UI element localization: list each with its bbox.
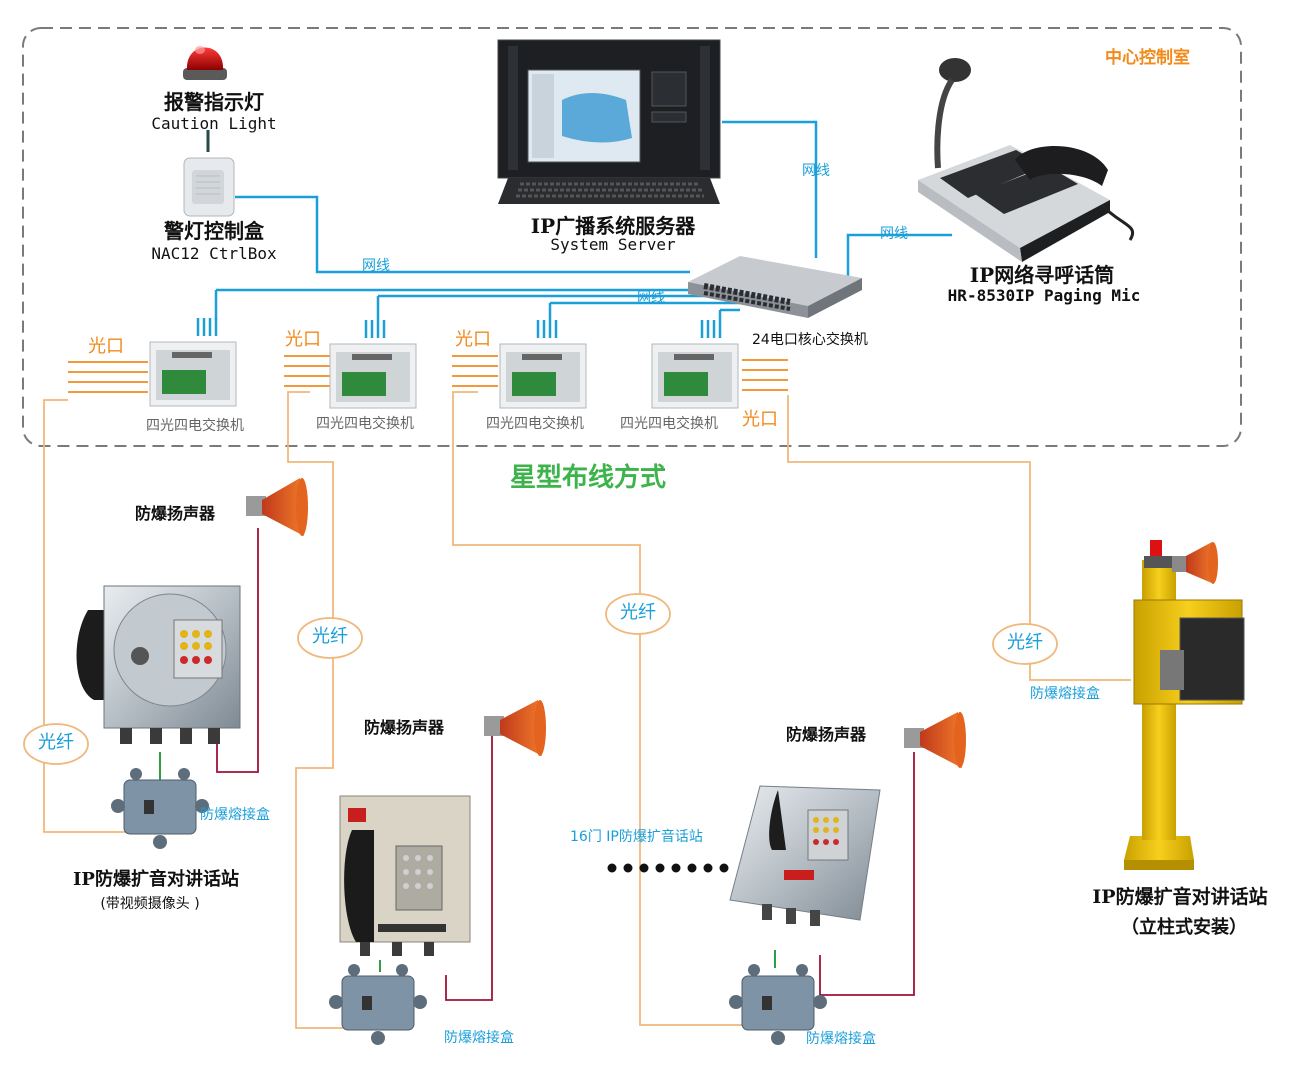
station-left-cn: IP防爆扩音对讲话站 <box>73 869 239 890</box>
caution-light-icon <box>183 46 227 80</box>
speaker-wires <box>216 528 915 1001</box>
junction-box-label: 防爆熔接盒 <box>444 1030 514 1046</box>
network-cable-label: 网线 <box>362 258 390 274</box>
junction-box-label: 防爆熔接盒 <box>200 807 270 823</box>
optical-port-label: 光口 <box>285 329 321 350</box>
fiber-switch-icon <box>149 341 237 407</box>
fiber-switch-label: 四光四电交换机 <box>316 416 414 432</box>
control-room-boundary <box>22 27 1242 447</box>
intercom-station-right-icon <box>729 785 881 926</box>
ctrl-box-en: NAC12 CtrlBox <box>151 244 277 263</box>
junction-box-icon <box>729 964 827 1045</box>
topology-title: 星型布线方式 <box>509 463 667 493</box>
fiber-label: 光纤 <box>312 626 348 647</box>
station-left-sub: (带视频摄像头 ) <box>100 896 200 912</box>
optical-port-label: 光口 <box>742 409 778 430</box>
network-cable-label: 网线 <box>637 290 665 306</box>
server-icon <box>497 39 721 204</box>
network-cable-label: 网线 <box>802 163 830 179</box>
station-count-label: 16门 IP防爆扩音话站 <box>570 829 703 845</box>
core-switch-label: 24电口核心交换机 <box>752 332 868 348</box>
fiber-switch-label: 四光四电交换机 <box>620 416 718 432</box>
fiber-ellipses <box>23 593 1058 765</box>
control-room-label: 中心控制室 <box>1105 48 1190 68</box>
ctrl-box-icon <box>183 157 235 217</box>
pillar-station-icon <box>1124 540 1245 870</box>
fiber-label: 光纤 <box>38 732 74 753</box>
network-cable-label: 网线 <box>880 226 908 242</box>
optical-port-label: 光口 <box>88 336 124 357</box>
horn-speaker-icon <box>484 700 546 756</box>
fiber-switch-label: 四光四电交换机 <box>486 416 584 432</box>
fiber-lines <box>43 391 1131 1029</box>
fiber-label: 光纤 <box>1007 632 1043 653</box>
speaker-label: 防爆扬声器 <box>786 725 867 744</box>
horn-speaker-icon <box>904 712 966 768</box>
optical-port-label: 光口 <box>455 329 491 350</box>
intercom-station-middle-icon <box>339 795 471 956</box>
junction-box-label: 防爆熔接盒 <box>806 1031 876 1047</box>
paging-mic-icon <box>918 58 1135 262</box>
speaker-label: 防爆扬声器 <box>135 504 216 523</box>
junction-wires <box>159 752 776 972</box>
server-en: System Server <box>550 235 676 254</box>
paging-mic-cn: IP网络寻呼话筒 <box>969 263 1115 287</box>
caution-light-cn: 报警指示灯 <box>164 90 264 114</box>
station-right-cn: IP防爆扩音对讲话站 <box>1092 886 1268 908</box>
junction-box-icon <box>329 964 427 1045</box>
horn-speaker-icon <box>246 478 308 536</box>
junction-box-label: 防爆熔接盒 <box>1030 686 1100 702</box>
caution-light-en: Caution Light <box>151 114 277 133</box>
fiber-switch-label: 四光四电交换机 <box>146 418 244 434</box>
network-cables <box>196 120 952 338</box>
server-cn: IP广播系统服务器 <box>530 214 696 238</box>
ctrl-box-cn: 警灯控制盒 <box>164 219 264 243</box>
fiber-switch-icon <box>651 343 739 409</box>
speaker-label: 防爆扬声器 <box>364 718 445 737</box>
fiber-label: 光纤 <box>620 602 656 623</box>
more-stations-dots <box>607 863 729 873</box>
paging-mic-en: HR-8530IP Paging Mic <box>947 286 1141 305</box>
fiber-switch-icon <box>329 343 417 409</box>
optical-port-lines <box>68 355 788 393</box>
fiber-switch-icon <box>499 343 587 409</box>
station-right-sub: （立柱式安装） <box>1121 917 1247 938</box>
intercom-station-left-icon <box>76 585 241 744</box>
core-switch-icon <box>688 256 862 318</box>
junction-box-icon <box>111 768 209 849</box>
